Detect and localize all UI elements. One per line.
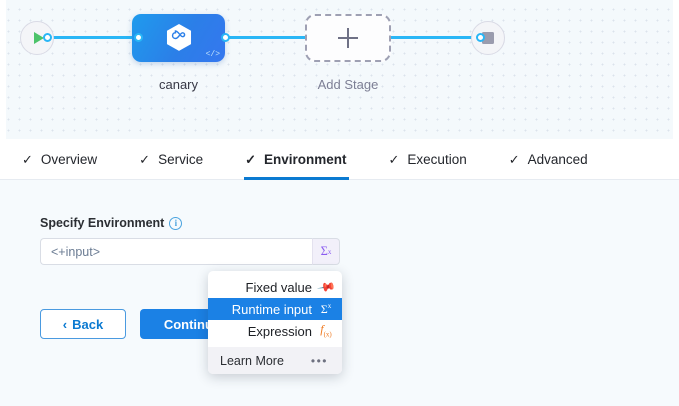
back-button-label: Back xyxy=(72,316,104,332)
learn-more-label: Learn More xyxy=(220,353,284,368)
specify-environment-label-row: Specify Environment i xyxy=(40,216,183,230)
pin-icon: 📌 xyxy=(316,276,337,298)
connector-line-add-to-end xyxy=(390,36,480,39)
fx-icon: f(x) xyxy=(320,322,332,339)
back-button[interactable]: ‹ Back xyxy=(40,309,126,339)
port-start-out[interactable] xyxy=(43,33,52,42)
canvas-right-edge xyxy=(673,0,679,139)
sigma-x-icon: Σ xyxy=(320,244,328,258)
menu-item-learn-more[interactable]: Learn More ••• xyxy=(208,347,342,374)
stage-tab-bar: ✓ Overview ✓ Service ✓ Environment ✓ Exe… xyxy=(0,139,679,180)
menu-item-label: Runtime input xyxy=(231,301,312,317)
connector-line-start-to-stage xyxy=(46,36,138,39)
info-icon[interactable]: i xyxy=(169,216,183,230)
port-stage-in[interactable] xyxy=(134,33,143,42)
stage-code-icon[interactable]: </> xyxy=(205,50,220,59)
check-icon: ✓ xyxy=(245,152,256,167)
input-type-dropdown-menu[interactable]: Fixed value 📌 Runtime input Σx Expressio… xyxy=(208,271,342,374)
stage-node-label: canary xyxy=(158,77,199,92)
ellipsis-icon[interactable]: ••• xyxy=(310,353,328,368)
tab-execution[interactable]: ✓ Execution xyxy=(389,139,467,180)
harness-hexagon-icon xyxy=(166,23,191,51)
menu-item-fixed-value[interactable]: Fixed value 📌 xyxy=(208,276,342,298)
menu-item-expression[interactable]: Expression f(x) xyxy=(208,320,342,342)
tab-label: Execution xyxy=(407,152,467,167)
menu-item-runtime-input[interactable]: Runtime input Σx xyxy=(208,298,342,320)
chevron-left-icon: ‹ xyxy=(62,316,68,332)
menu-item-label: Fixed value xyxy=(245,279,312,295)
tab-label: Overview xyxy=(40,152,98,167)
check-icon: ✓ xyxy=(139,152,151,167)
port-stage-out[interactable] xyxy=(221,33,230,42)
tab-environment[interactable]: ✓ Environment xyxy=(244,139,349,180)
add-stage-node[interactable] xyxy=(305,14,391,62)
sigma-x-icon: Σx xyxy=(320,302,332,316)
menu-item-label: Expression xyxy=(247,323,312,339)
check-icon: ✓ xyxy=(22,152,33,167)
play-icon xyxy=(33,32,44,44)
pipeline-canvas[interactable]: </> canary Add Stage xyxy=(0,0,679,139)
tab-advanced[interactable]: ✓ Advanced xyxy=(509,139,588,180)
stage-node-canary[interactable]: </> xyxy=(132,14,225,62)
field-label-text: Specify Environment xyxy=(40,216,165,230)
stop-icon xyxy=(482,32,494,44)
check-icon: ✓ xyxy=(388,152,400,167)
connector-line-stage-to-add xyxy=(225,36,310,39)
tab-label: Advanced xyxy=(527,152,588,167)
port-end-in[interactable] xyxy=(476,33,485,42)
plus-icon xyxy=(338,28,358,48)
continue-button-label: Continue xyxy=(163,316,221,332)
environment-input[interactable]: <+input> xyxy=(40,238,312,265)
tab-service[interactable]: ✓ Service xyxy=(139,139,203,180)
tab-overview[interactable]: ✓ Overview xyxy=(22,139,97,180)
sigma-x-icon-sup: x xyxy=(327,247,332,256)
tab-label: Environment xyxy=(264,152,347,167)
canvas-left-edge xyxy=(0,0,6,139)
tab-label: Service xyxy=(158,152,204,167)
add-stage-label: Add Stage xyxy=(317,77,379,92)
check-icon: ✓ xyxy=(508,152,520,167)
